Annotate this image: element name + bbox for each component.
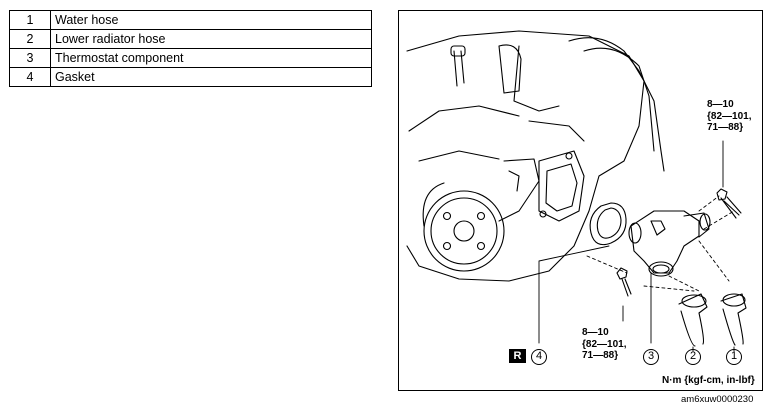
part-name: Lower radiator hose	[50, 29, 372, 49]
parts-table: 1 Water hose 2 Lower radiator hose 3 The…	[9, 10, 372, 87]
engine-block-outline	[406, 30, 645, 282]
callout-4: 4	[531, 349, 547, 365]
torque-unit-label: N·m {kgf-cm, in-lbf}	[662, 375, 755, 386]
gasket-shape	[589, 202, 627, 246]
intake-manifold	[568, 37, 665, 172]
part-number: 2	[9, 29, 51, 49]
hose-1	[720, 293, 747, 314]
table-row: 3 Thermostat component	[9, 48, 372, 68]
callout-3: 3	[643, 349, 659, 365]
table-row: 2 Lower radiator hose	[9, 29, 372, 49]
pulley	[423, 190, 505, 272]
part-number: 3	[9, 48, 51, 68]
table-row: 1 Water hose	[9, 10, 372, 30]
callout-1: 1	[726, 349, 742, 365]
bolt-lower	[616, 267, 629, 297]
hose-2	[678, 293, 708, 314]
housing-flange	[538, 150, 585, 222]
thermostat-component	[630, 210, 700, 274]
torque-spec-lower: 8—10 {82—101, 71—88}	[582, 327, 627, 361]
part-name: Gasket	[50, 67, 372, 87]
part-name: Thermostat component	[50, 48, 372, 68]
part-number: 4	[9, 67, 51, 87]
replace-badge: R	[509, 349, 526, 363]
callout-2: 2	[685, 349, 701, 365]
figure-code: am6xuw0000230	[681, 394, 754, 405]
bolt-upper	[716, 188, 737, 219]
part-number: 1	[9, 10, 51, 30]
part-name: Water hose	[50, 10, 372, 30]
exploded-view-figure: 8—10 {82—101, 71—88} 8—10 {82—101, 71—88…	[398, 10, 763, 391]
engine-drawing	[406, 30, 747, 352]
table-row: 4 Gasket	[9, 67, 372, 87]
torque-spec-upper: 8—10 {82—101, 71—88}	[707, 99, 752, 133]
